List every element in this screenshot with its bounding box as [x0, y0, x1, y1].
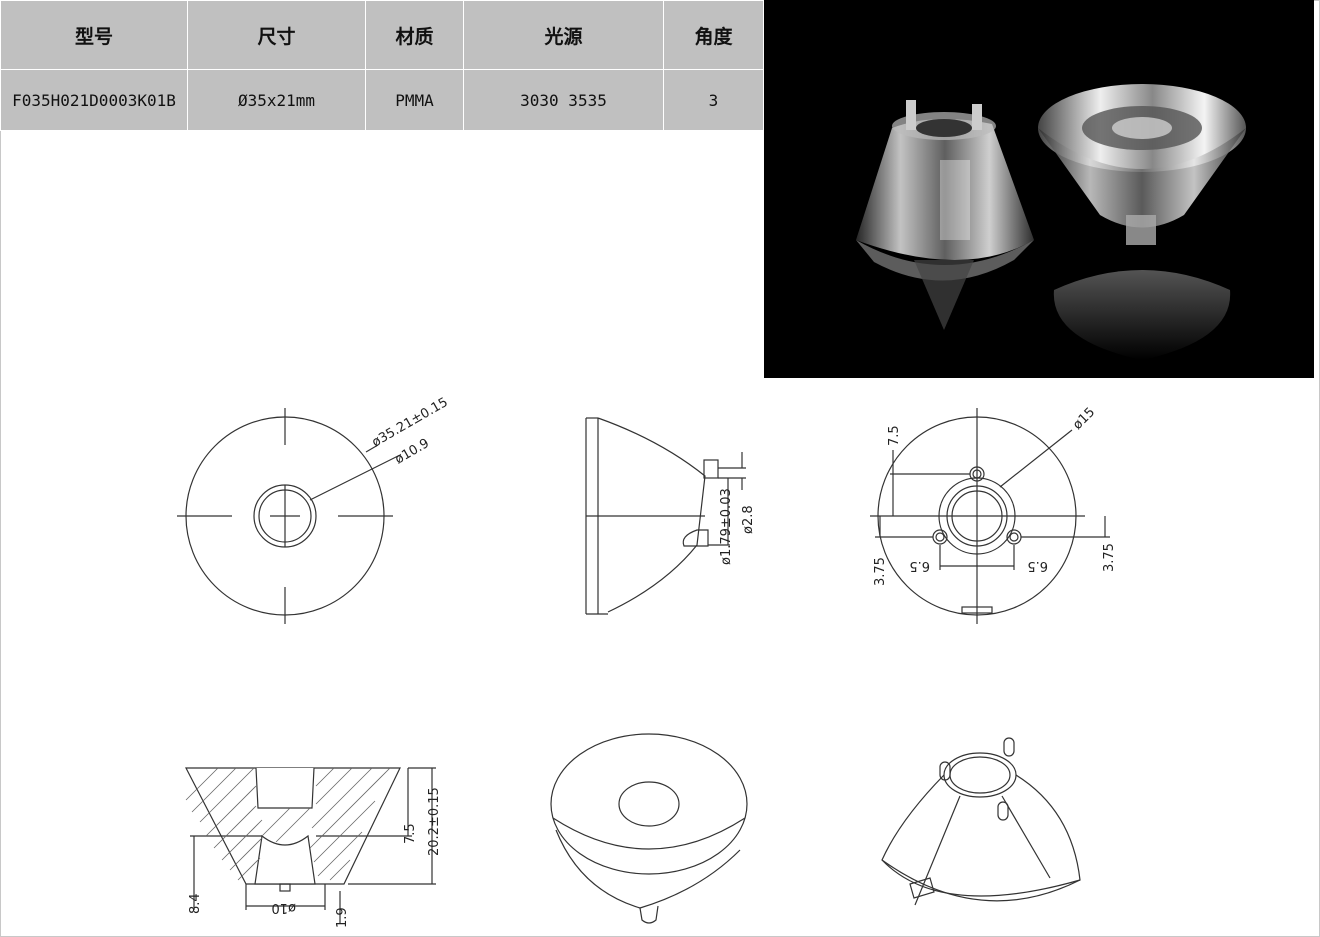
label-front-outer: ø35.21±0.15 [370, 395, 451, 450]
side-view [585, 417, 746, 615]
cell-angle: 3 [663, 69, 764, 131]
header-light-source: 光源 [463, 0, 664, 70]
cell-model: F035H021D0003K01B [0, 69, 188, 131]
back-view [870, 408, 1110, 624]
label-back-h-right: 6.5 [1027, 558, 1048, 573]
label-back-dia: ø15 [1070, 405, 1098, 433]
lens-right [1038, 84, 1246, 360]
spec-data-row: F035H021D0003K01B Ø35x21mm PMMA 3030 353… [0, 69, 764, 131]
label-back-top: 7.5 [887, 425, 902, 446]
label-back-h-left: 6.5 [909, 558, 930, 573]
iso-view-bottom [881, 737, 1081, 906]
label-sec-bottom: ø10 [272, 900, 297, 915]
label-back-left: 3.75 [873, 557, 888, 586]
front-view [177, 408, 401, 624]
cell-light-source: 3030 3535 [463, 69, 664, 131]
label-sec-left: 8.4 [188, 893, 203, 914]
label-sec-small: 1.9 [335, 907, 350, 928]
label-side-tip: ø2.8 [741, 505, 756, 534]
spec-header-row: 型号 尺寸 材质 光源 角度 [0, 0, 764, 70]
iso-view-top [550, 733, 748, 924]
label-sec-mid: 7.5 [403, 823, 418, 844]
header-angle: 角度 [663, 0, 764, 70]
cell-material: PMMA [365, 69, 464, 131]
label-back-right: 3.75 [1102, 543, 1117, 572]
product-photo [764, 0, 1314, 378]
lens-left [856, 100, 1034, 330]
spec-table: 型号 尺寸 材质 光源 角度 F035H021D0003K01B Ø35x21m… [0, 0, 764, 131]
cell-size: Ø35x21mm [187, 69, 366, 131]
label-front-inner: ø10.9 [393, 436, 432, 467]
label-side-pin: ø1.79±0.03 [719, 488, 734, 565]
label-sec-height: 20.2±0.15 [427, 787, 442, 856]
section-hatching [185, 767, 391, 881]
section-view [185, 767, 436, 924]
